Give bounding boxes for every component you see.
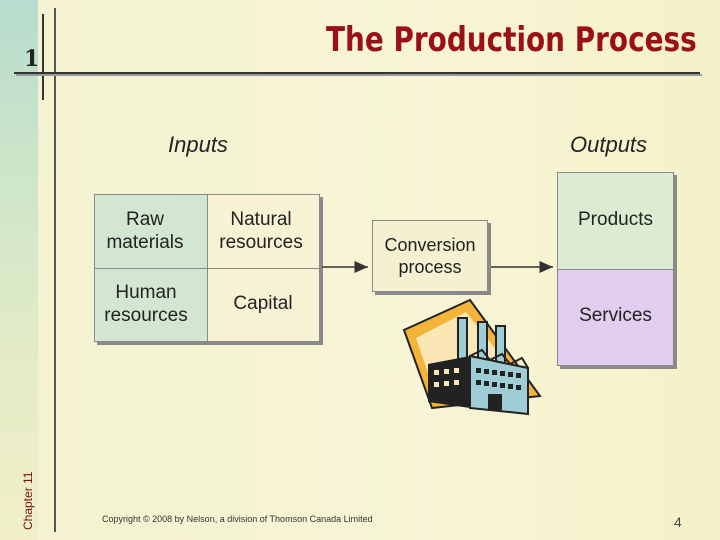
page-number: 4 bbox=[674, 514, 682, 530]
input-human-resources: Human resources bbox=[104, 281, 188, 326]
vertical-rule bbox=[54, 8, 56, 532]
input-natural-resources: Natural resources bbox=[219, 208, 303, 253]
inputs-box: Raw materials Natural resources Human re… bbox=[94, 194, 320, 342]
conversion-process-box: Conversion process bbox=[372, 220, 488, 292]
outputs-heading: Outputs bbox=[570, 132, 648, 157]
factory-icon bbox=[402, 298, 542, 416]
page-title: The Production Process bbox=[326, 20, 697, 60]
output-products: Products bbox=[578, 208, 653, 230]
copyright-text: Copyright © 2008 by Nelson, a division o… bbox=[102, 514, 373, 524]
side-band bbox=[0, 0, 38, 540]
title-rule bbox=[14, 72, 700, 74]
input-raw-materials: Raw materials bbox=[106, 208, 184, 253]
vertical-tick bbox=[42, 14, 44, 100]
output-services: Services bbox=[579, 304, 652, 326]
slide-number: 1 bbox=[24, 46, 40, 72]
outputs-box: Products Services bbox=[557, 172, 674, 366]
title-rule-shadow bbox=[16, 74, 702, 76]
input-capital: Capital bbox=[233, 293, 293, 315]
inputs-heading: Inputs bbox=[168, 132, 228, 157]
